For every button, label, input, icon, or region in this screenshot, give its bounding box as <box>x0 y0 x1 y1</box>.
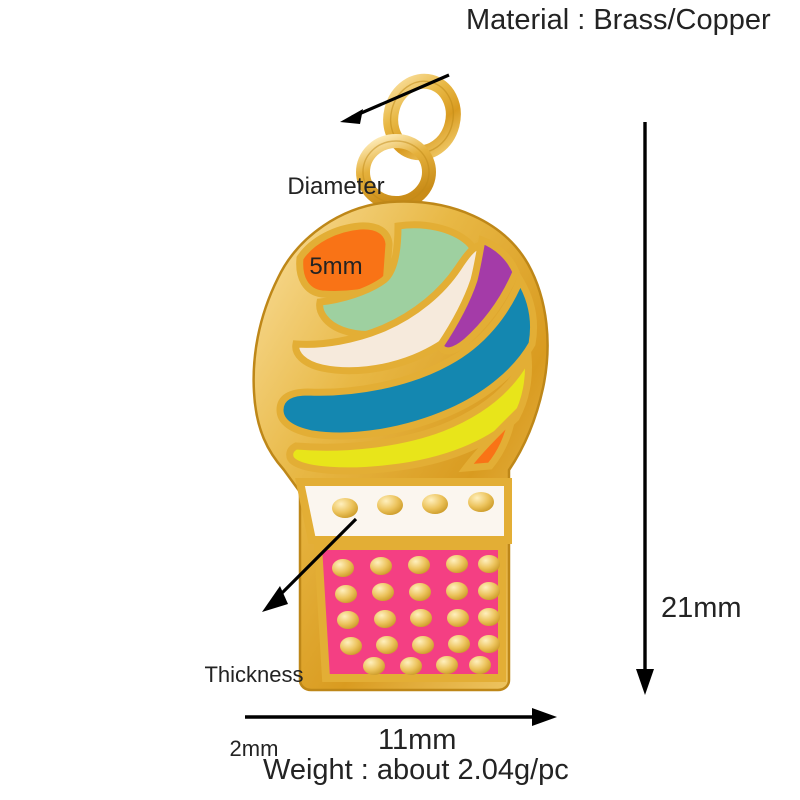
weight-label: Weight : about 2.04g/pc <box>263 754 569 786</box>
width-dimension-label: 11mm <box>378 724 457 756</box>
enamel-teal <box>276 272 537 440</box>
enamel-purple <box>435 235 520 355</box>
diameter-arrow <box>340 73 450 124</box>
thickness-annotation-line2: 2mm <box>229 736 279 762</box>
height-dimension-label: 21mm <box>661 592 742 624</box>
material-label: Material : Brass/Copper <box>466 4 771 36</box>
enamel-cone-band <box>295 478 512 544</box>
height-arrow <box>636 122 654 695</box>
gold-dots-band <box>332 492 494 518</box>
gold-dots-grid <box>332 555 500 675</box>
thickness-annotation-line1: Thickness <box>204 662 304 688</box>
diameter-annotation: Diameter 5mm <box>280 120 392 335</box>
diameter-annotation-line2: 5mm <box>309 253 363 281</box>
enamel-orange-top <box>296 222 393 298</box>
width-arrow <box>245 708 557 726</box>
thickness-annotation: Thickness 2mm <box>196 614 312 800</box>
charm-body <box>252 200 549 692</box>
diameter-annotation-line1: Diameter <box>287 172 385 200</box>
enamel-orange-right <box>458 407 518 473</box>
thickness-arrow <box>262 517 358 612</box>
